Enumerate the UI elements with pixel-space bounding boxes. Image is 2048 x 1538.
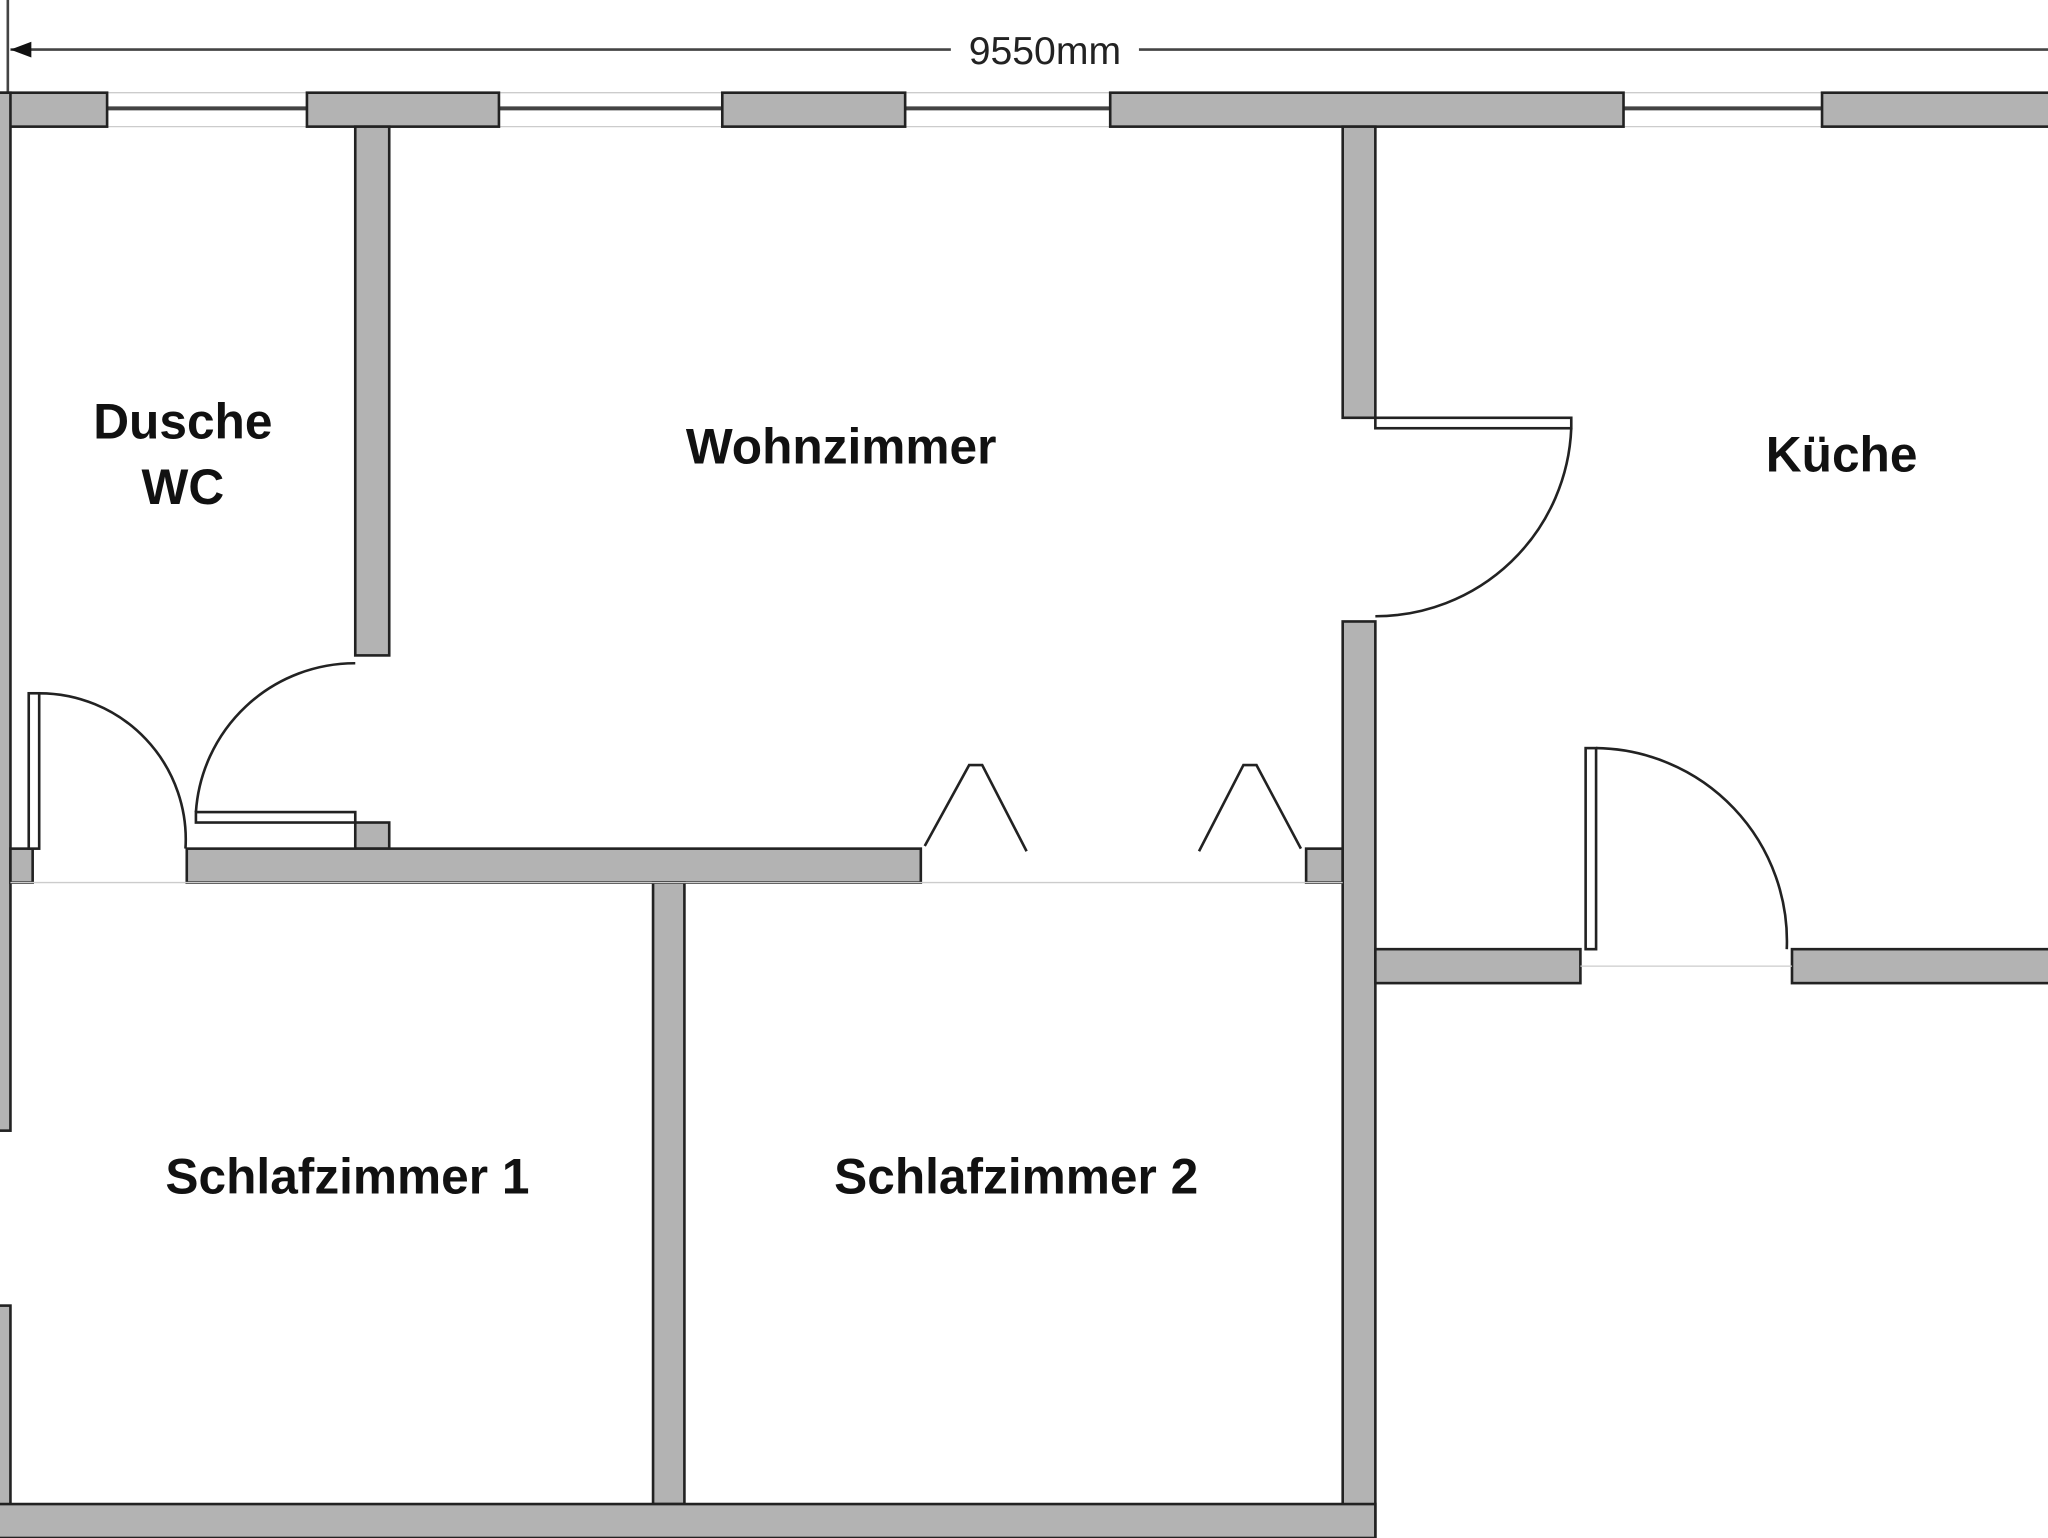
room-label-wohnzimmer: Wohnzimmer bbox=[686, 418, 997, 474]
dimension-line: 9550mm bbox=[6, 0, 2048, 102]
room-labels: Dusche WC Wohnzimmer Küche Schlafzimmer … bbox=[93, 394, 1917, 1205]
room-label-kueche: Küche bbox=[1766, 426, 1918, 482]
room-label-schlafzimmer-1: Schlafzimmer 1 bbox=[165, 1148, 529, 1204]
dimension-label: 9550mm bbox=[969, 30, 1121, 73]
room-label-dusche: Dusche bbox=[93, 394, 272, 450]
arrow-left-icon bbox=[10, 41, 32, 58]
doors bbox=[27, 416, 1789, 951]
walls bbox=[0, 91, 2048, 1538]
room-label-schlafzimmer-2: Schlafzimmer 2 bbox=[834, 1148, 1198, 1204]
room-label-wc: WC bbox=[142, 459, 225, 515]
